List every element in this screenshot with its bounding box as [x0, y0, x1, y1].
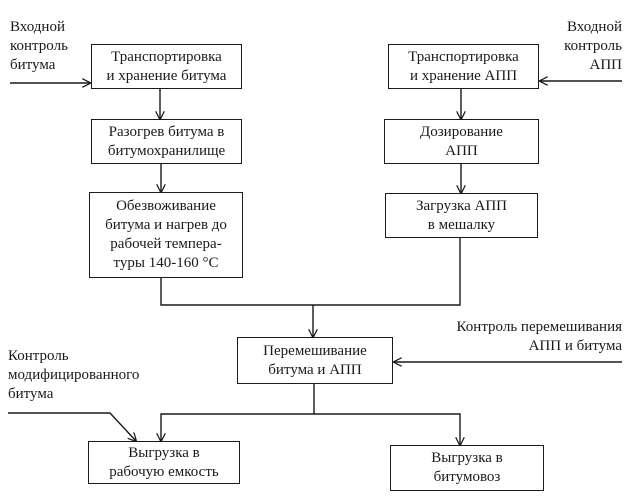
label-text: Контроль: [8, 348, 69, 364]
label-text: модифицированного: [8, 367, 140, 383]
label-input-bitumen: Входной контроль битума: [10, 18, 68, 75]
label-text: контроль: [10, 38, 68, 54]
node-bitumen-transport: Транспортировка и хранение битума: [91, 44, 242, 89]
label-text: АПП: [589, 57, 623, 73]
node-text: Перемешивание: [263, 342, 367, 359]
label-mix-control: Контроль перемешивания АПП и битума: [457, 318, 622, 356]
node-text: АПП: [445, 142, 478, 159]
label-modified-control: Контроль модифицированного битума: [8, 347, 139, 404]
node-text: Выгрузка в: [431, 450, 503, 466]
label-text: битума: [8, 386, 54, 402]
label-text: Контроль перемешивания: [456, 319, 622, 335]
label-text: АПП и битума: [528, 338, 622, 354]
node-text: туры 140-160 °С: [113, 255, 219, 271]
node-unload-tank: Выгрузка в рабочую емкость: [88, 441, 240, 484]
node-text: Транспортировка: [408, 48, 519, 65]
node-bitumen-heating: Разогрев битума в битумохранилище: [91, 119, 242, 164]
node-unload-truck: Выгрузка в битумовоз: [390, 445, 544, 491]
node-text: Дозирование: [420, 123, 503, 140]
label-text: контроль: [564, 38, 622, 54]
arrow-modified-control: [8, 412, 136, 441]
node-text: в мешалку: [427, 216, 496, 233]
node-text: битумохранилище: [107, 142, 226, 159]
node-app-loading: Загрузка АПП в мешалку: [385, 193, 538, 238]
node-text: Транспортировка: [111, 48, 222, 65]
node-text: Обезвоживание: [116, 198, 216, 214]
node-text: и хранение битума: [106, 67, 227, 84]
label-text: Входной: [10, 19, 65, 35]
node-text: Выгрузка в: [128, 444, 200, 461]
node-bitumen-dewatering: Обезвоживание битума и нагрев до рабочей…: [89, 192, 243, 278]
node-text: битума и АПП: [268, 361, 362, 378]
node-text: битума и нагрев до: [105, 217, 227, 233]
label-input-app: Входной контроль АПП: [564, 18, 622, 75]
label-text: битума: [10, 57, 56, 73]
node-text: Разогрев битума в: [108, 123, 225, 140]
node-text: рабочую емкость: [109, 463, 219, 480]
node-text: рабочей темпера-: [110, 236, 222, 252]
connector-dewater-to-merge: [160, 237, 461, 306]
arrow-to-unload-truck: [314, 413, 460, 445]
node-text: битумовоз: [433, 469, 501, 485]
node-app-dosing: Дозирование АПП: [384, 119, 539, 164]
arrow-to-unload-tank: [161, 413, 314, 441]
node-app-transport: Транспортировка и хранение АПП: [388, 44, 539, 89]
node-text: и хранение АПП: [409, 67, 518, 84]
node-mixing: Перемешивание битума и АПП: [237, 337, 393, 384]
node-text: Загрузка АПП: [415, 197, 508, 214]
label-text: Входной: [567, 19, 622, 35]
